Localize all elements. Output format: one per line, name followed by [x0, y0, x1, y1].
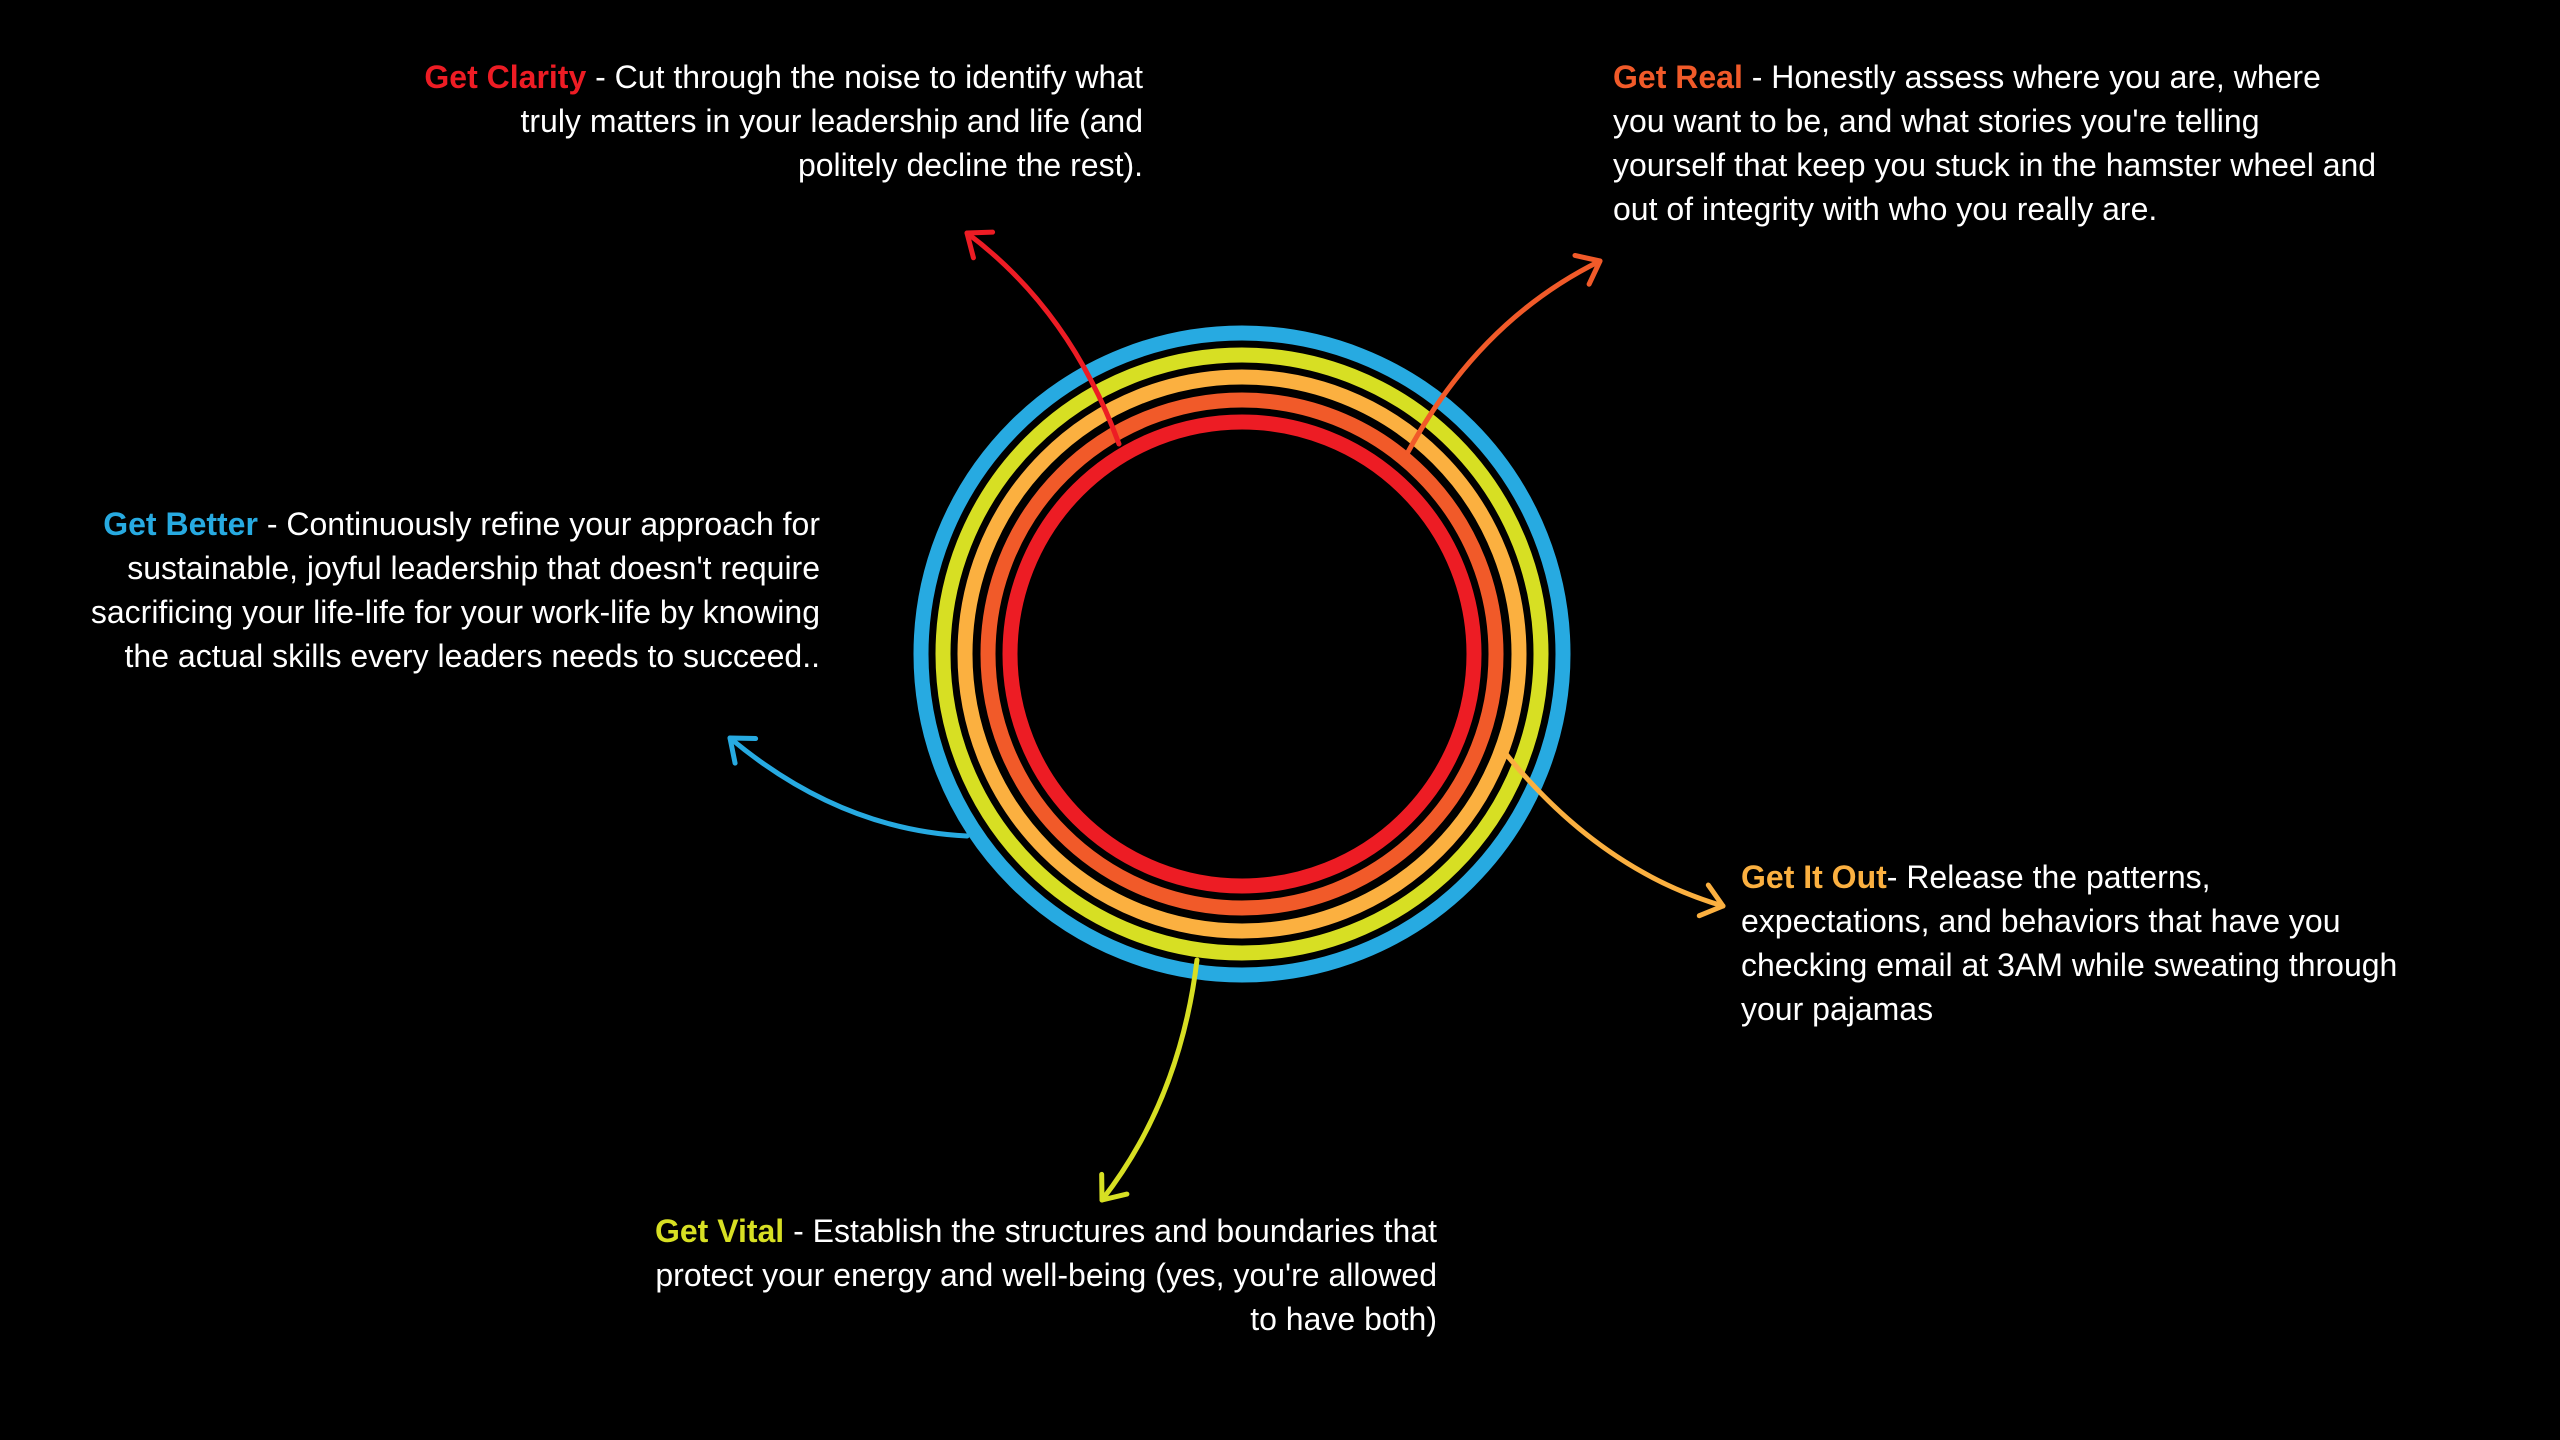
get-it-out-text: - Release the patterns, expectations, an…	[1741, 859, 2398, 1027]
get-vital-title: Get Vital	[654, 1213, 785, 1249]
arrow-it-out	[1503, 751, 1726, 919]
get-clarity-title: Get Clarity	[424, 59, 587, 95]
get-real-title: Get Real	[1613, 59, 1743, 95]
get-clarity-text: - Cut through the noise to identify what…	[520, 59, 1143, 183]
get-clarity-block: Get Clarity - Cut through the noise to i…	[420, 55, 1143, 187]
get-vital-block: Get Vital - Establish the structures and…	[640, 1209, 1437, 1341]
ring-orange	[980, 392, 1504, 916]
arrow-vital	[1099, 957, 1200, 1203]
ring-red	[1002, 414, 1482, 894]
get-it-out-block: Get It Out- Release the patterns, expect…	[1741, 855, 2401, 1031]
arrow-better	[727, 735, 970, 839]
get-better-text: - Continuously refine your approach for …	[90, 506, 820, 674]
get-better-title: Get Better	[103, 506, 258, 542]
get-real-block: Get Real - Honestly assess where you are…	[1613, 55, 2378, 231]
get-real-text: - Honestly assess where you are, where y…	[1613, 59, 2377, 227]
ring-blue	[913, 325, 1571, 983]
ring-yellow	[935, 347, 1549, 961]
ring-amber	[957, 369, 1527, 939]
get-better-block: Get Better - Continuously refine your ap…	[80, 502, 820, 678]
get-it-out-title: Get It Out	[1741, 859, 1887, 895]
arrow-clarity	[964, 229, 1122, 447]
arrow-real	[1405, 252, 1603, 455]
get-vital-text: - Establish the structures and boundarie…	[655, 1213, 1437, 1337]
